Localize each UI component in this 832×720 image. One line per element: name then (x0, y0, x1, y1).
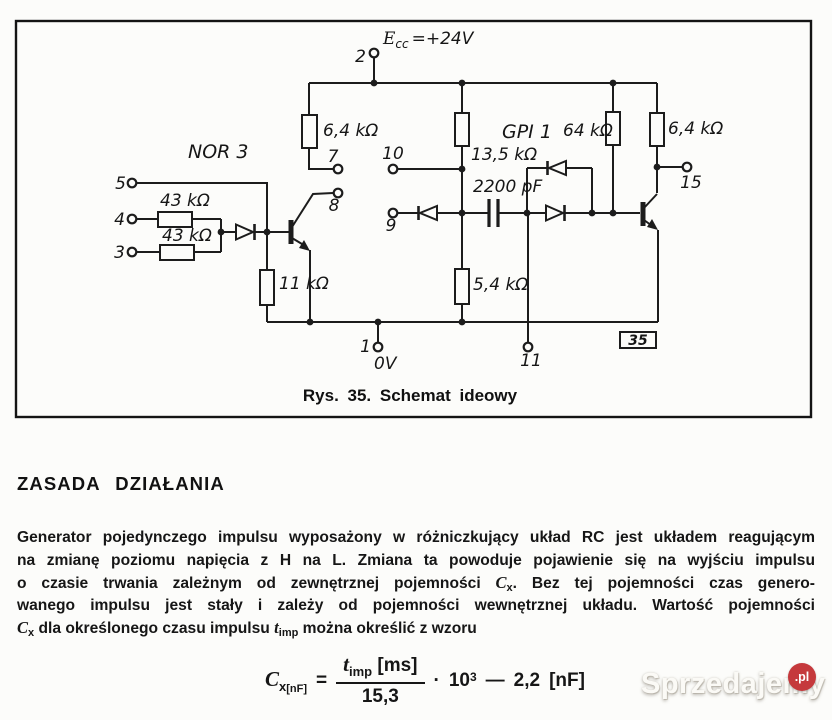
figure-caption: Rys. 35. Schemat ideowy (303, 386, 518, 405)
paragraph-line-2: na zmianę poziomu napięcia z H na L. Zmi… (17, 551, 815, 569)
terminal-4-circle (126, 213, 138, 225)
terminal-2-circle (368, 47, 380, 59)
schematic-svg: 35 Ecc=+24V 2 5 4 3 7 8 10 9 15 1 11 0V … (14, 19, 813, 419)
formula-numerator: timp [ms] (336, 652, 425, 685)
frame-number: 35 (628, 333, 648, 349)
label-r-64k: 64 kΩ (563, 121, 613, 141)
transistor-output (640, 193, 658, 230)
terminal-5-label: 5 (115, 174, 126, 194)
formula-unit: [nF] (549, 669, 585, 691)
supply-symbol: E (382, 29, 396, 49)
junction-dots (217, 79, 661, 326)
terminal-11-label: 11 (520, 351, 542, 371)
diode-nor-input (235, 222, 256, 242)
resistor-6k4-right (649, 112, 665, 147)
terminal-11-circle (522, 341, 534, 353)
diode-terminal9 (417, 204, 438, 222)
terminal-7-label: 7 (328, 147, 339, 167)
formula-lhs: Cx[nF] (265, 667, 307, 695)
figure-35: 35 Ecc=+24V 2 5 4 3 7 8 10 9 15 1 11 0V … (14, 19, 813, 419)
terminal-5-circle (126, 177, 138, 189)
frame-number-box (619, 331, 657, 349)
formula-denominator: 15,3 (361, 686, 399, 708)
label-r-43k-b: 43 kΩ (162, 226, 212, 246)
body-paragraph: Generator pojedynczego impulsu wyposażon… (17, 527, 815, 640)
section-heading: ZASADA DZIAŁANIA (17, 473, 225, 494)
formula-cx: Cx[nF] = timp [ms] 15,3 · 103 — 2,2 [nF] (0, 652, 832, 708)
gate-label-gpi1: GPI 1 (502, 121, 552, 143)
formula-multiply: · (433, 669, 440, 691)
terminal-7-circle (332, 163, 344, 175)
label-r-5k4: 5,4 kΩ (473, 275, 528, 295)
formula-lhs-sub: x (279, 678, 287, 694)
terminal-3-label: 3 (114, 243, 125, 263)
formula-power-base: 10 (448, 669, 470, 691)
formula-power-exp: 3 (469, 669, 477, 684)
terminal-8-circle (332, 187, 344, 199)
formula-fraction: timp [ms] 15,3 (336, 652, 425, 708)
resistor-64k (605, 111, 621, 146)
transistor-nor3 (288, 192, 334, 251)
paragraph-line-4: wanego impulsu jest stały i zależy od po… (17, 596, 815, 614)
resistor-43k-a (157, 211, 193, 228)
resistor-6k4-left (301, 114, 318, 149)
terminal-labels: 2 5 4 3 7 8 10 9 15 1 11 0V (114, 47, 702, 374)
terminal-10-circle (387, 163, 399, 175)
formula-constant: 2,2 (513, 669, 541, 691)
watermark: Sprzedajemy .pl (641, 663, 825, 712)
supply-symbol-sub: cc (395, 37, 409, 51)
circuit-wires (136, 57, 682, 343)
resistor-43k-b (159, 244, 195, 261)
terminal-15-label: 15 (680, 173, 702, 193)
terminal-circles (126, 47, 693, 353)
paragraph-line-3: o czasie trwania zależnym od zewnętrznej… (17, 573, 815, 594)
label-r-43k-a: 43 kΩ (160, 191, 210, 211)
supply-label: Ecc=+24V (382, 29, 475, 51)
terminal-4-label: 4 (114, 210, 125, 230)
paragraph-line-1: Generator pojedynczego impulsu wyposażon… (17, 529, 815, 546)
resistor-11k (259, 269, 275, 306)
terminal-1-label: 1 (360, 337, 371, 357)
terminal-9-circle (387, 207, 399, 219)
formula-t-symbol: t (343, 652, 349, 676)
terminal-10-label: 10 (382, 144, 404, 164)
formula-lhs-symbol: C (265, 666, 280, 691)
label-r-6k4-right: 6,4 kΩ (668, 119, 723, 139)
formula-equals: = (316, 669, 328, 691)
figure-border (14, 19, 813, 419)
paragraph-line-5: Cx dla określonego czasu impulsu timp mo… (17, 618, 477, 639)
formula-minus: — (485, 669, 505, 691)
diode-feedback (546, 159, 567, 177)
terminal-15-circle (681, 161, 693, 173)
gate-label-nor3: NOR 3 (188, 141, 249, 163)
resistors (157, 111, 665, 306)
capacitor-2200pf (487, 199, 500, 227)
label-c-2200: 2200 pF (473, 177, 542, 197)
resistor-13k5 (454, 112, 470, 147)
label-r-13k5: 13,5 kΩ (471, 145, 537, 165)
terminal-3-circle (126, 246, 138, 258)
formula-num-unit: [ms] (377, 655, 418, 676)
label-r-11k: 11 kΩ (279, 274, 329, 294)
resistor-5k4 (454, 268, 470, 305)
supply-value: =+24V (412, 29, 475, 49)
label-r-6k4-left: 6,4 kΩ (323, 121, 378, 141)
terminal-2-label: 2 (355, 47, 366, 67)
formula-power: 103 (449, 670, 477, 692)
diode-series (545, 203, 566, 223)
ground-label: 0V (374, 354, 398, 374)
watermark-pl-badge: .pl (788, 663, 816, 691)
terminal-9-label: 9 (386, 216, 397, 236)
formula-lhs-sub-unit: [nF] (286, 682, 308, 695)
terminal-8-label: 8 (329, 196, 340, 216)
formula-t-sub: imp (348, 664, 373, 679)
component-labels: NOR 3 GPI 1 6,4 kΩ 43 kΩ 43 kΩ 11 kΩ 13,… (160, 119, 723, 295)
terminal-1-circle (372, 341, 384, 353)
